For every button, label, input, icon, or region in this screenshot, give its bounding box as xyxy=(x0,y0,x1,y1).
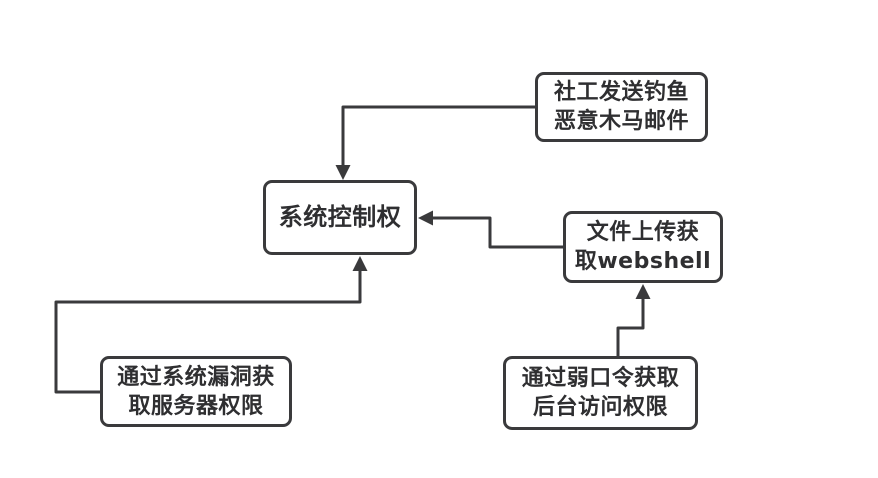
node-system-vulnerability: 通过系统漏洞获 取服务器权限 xyxy=(100,356,292,427)
edge-weakpass-to-webshell xyxy=(616,284,651,356)
node-label-line: 恶意木马邮件 xyxy=(553,109,689,134)
node-label-line: 取服务器权限 xyxy=(128,393,264,419)
edge-vuln-to-control xyxy=(54,256,368,394)
node-label-line: 通过系统漏洞获 xyxy=(117,364,275,390)
node-label-line: 通过弱口令获取 xyxy=(521,366,680,391)
node-phishing-email: 社工发送钓鱼 恶意木马邮件 xyxy=(535,72,708,142)
node-label-line: 社工发送钓鱼 xyxy=(553,80,689,105)
node-file-upload-webshell: 文件上传获 取webshell xyxy=(563,211,723,283)
node-label-line: 取webshell xyxy=(574,249,712,274)
node-label-line: 后台访问权限 xyxy=(532,395,668,420)
node-label-line: 文件上传获 xyxy=(586,220,700,245)
edge-phishing-to-control xyxy=(335,105,535,180)
node-system-control: 系统控制权 xyxy=(263,180,417,255)
edge-webshell-to-control xyxy=(418,210,563,249)
node-label-line: 系统控制权 xyxy=(278,203,402,231)
node-weak-password: 通过弱口令获取 后台访问权限 xyxy=(503,356,698,430)
